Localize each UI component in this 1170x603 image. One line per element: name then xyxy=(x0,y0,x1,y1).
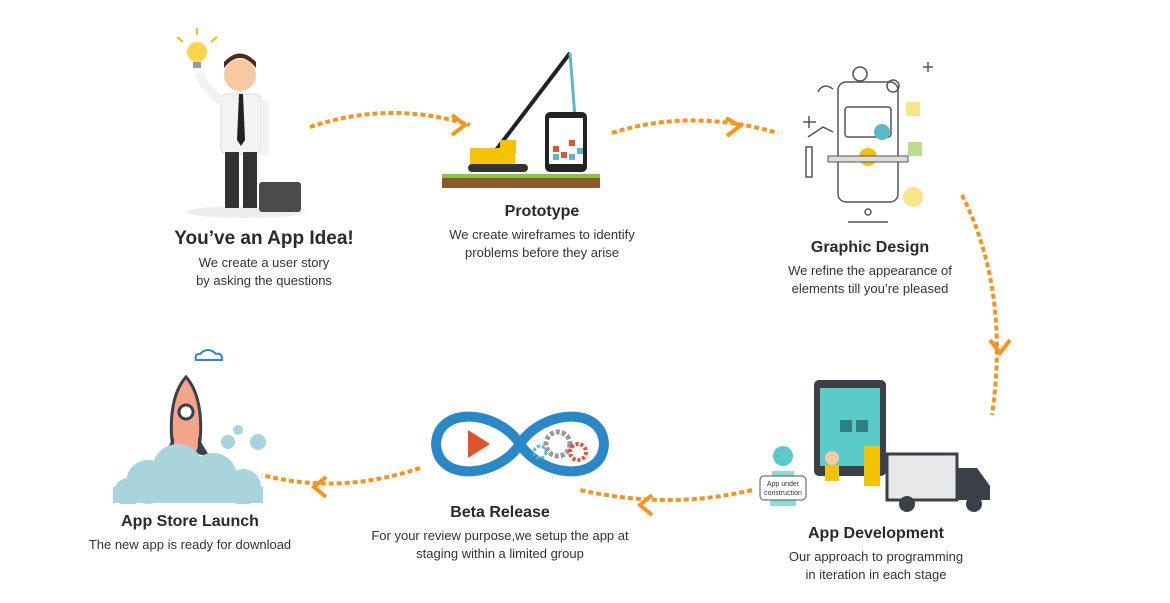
step-app-development: App Development Our approach to programm… xyxy=(726,525,1026,584)
step-graphic-design: Graphic Design We refine the appearance … xyxy=(720,239,1020,298)
step-prototype: Prototype We create wireframes to identi… xyxy=(392,203,692,262)
arrowhead-icon xyxy=(988,338,1012,357)
step-title: Graphic Design xyxy=(810,239,930,256)
arrowhead-icon xyxy=(725,116,744,138)
arrowhead-icon xyxy=(450,113,469,137)
step-desc-line: We create wireframes to identify xyxy=(449,227,635,242)
step-desc-line: by asking the questions xyxy=(196,273,332,288)
phone-design-tools-icon xyxy=(803,62,933,223)
arrow-development-to-beta xyxy=(579,488,753,502)
arrow-prototype-to-design xyxy=(611,118,779,135)
step-desc-line: staging within a limited group xyxy=(416,546,584,561)
infinity-play-gears-icon xyxy=(430,411,610,477)
businessman-lightbulb-icon xyxy=(176,28,305,218)
step-app-idea: You’ve an App Idea! We create a user sto… xyxy=(114,228,414,290)
step-beta-release: Beta Release For your review purpose,we … xyxy=(300,504,700,563)
step-title: Prototype xyxy=(504,203,580,220)
sign-label: App under xyxy=(767,481,800,488)
arrowhead-icon xyxy=(636,493,654,517)
rocket-launch-icon xyxy=(113,349,266,504)
arrow-idea-to-prototype xyxy=(309,111,471,129)
step-title: App Store Launch xyxy=(121,513,259,530)
step-desc-line: We create a user story xyxy=(198,255,330,270)
arrowhead-icon xyxy=(310,475,328,499)
step-desc-line: For your review purpose,we setup the app… xyxy=(371,528,629,543)
step-title: You’ve an App Idea! xyxy=(174,228,354,249)
step-title: App Development xyxy=(807,525,944,542)
arrow-beta-to-launch xyxy=(261,466,421,486)
step-desc-line: Our approach to programming xyxy=(788,549,964,564)
tablet-truck-construction-icon: App under construction xyxy=(759,380,990,512)
step-desc-line: We refine the appearance of xyxy=(788,263,952,278)
step-desc-line: in iteration in each stage xyxy=(805,567,947,582)
crane-phone-icon xyxy=(442,51,600,188)
step-app-store-launch: App Store Launch The new app is ready fo… xyxy=(40,513,340,554)
step-desc-line: The new app is ready for download xyxy=(88,537,292,552)
step-title: Beta Release xyxy=(450,504,550,521)
sign-label: construction xyxy=(764,490,802,497)
arrow-design-to-development xyxy=(960,194,999,416)
step-desc-line: problems before they arise xyxy=(465,245,619,260)
step-desc-line: elements till you’re pleased xyxy=(791,281,949,296)
